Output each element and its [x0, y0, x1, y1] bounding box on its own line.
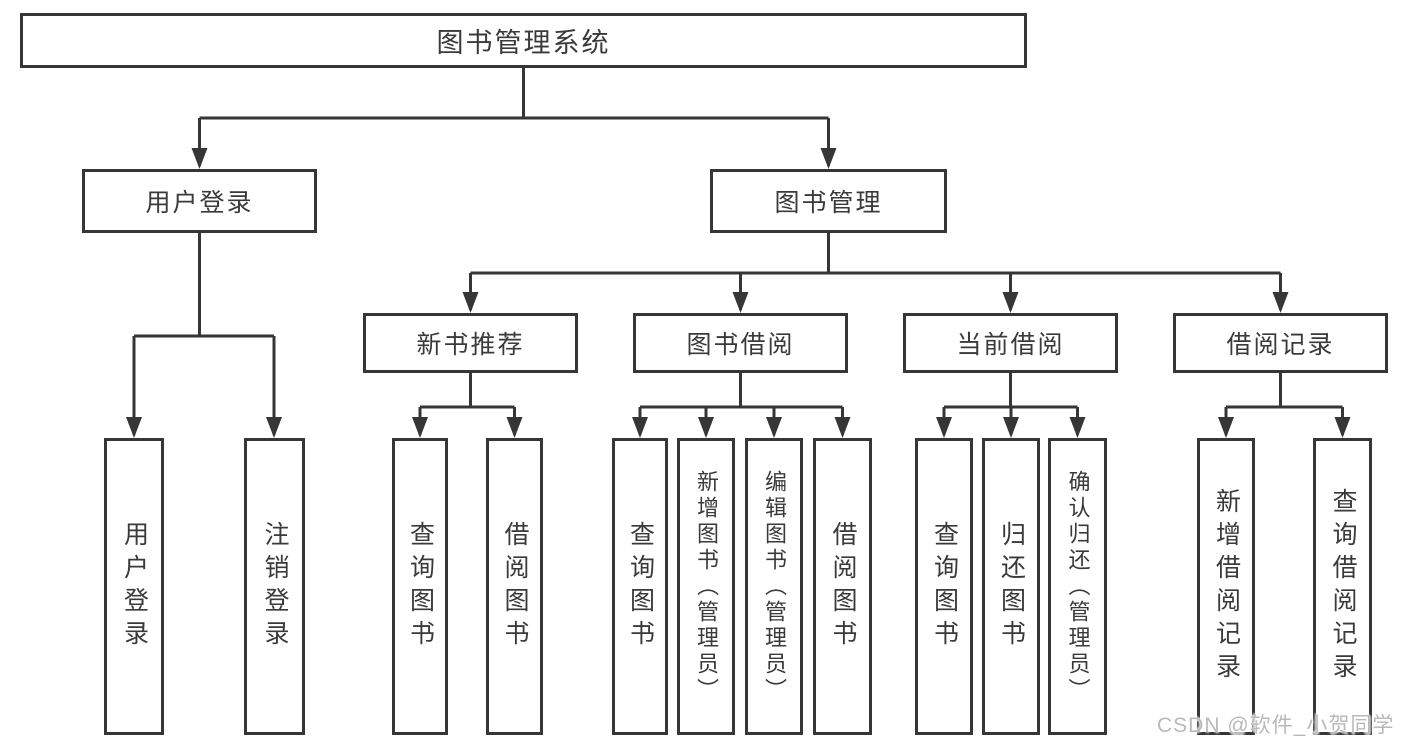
node-book-borrow: 图书借阅	[633, 313, 848, 373]
leaf-label: 查询图书	[626, 520, 655, 653]
node-current-borrow: 当前借阅	[903, 313, 1118, 373]
node-root-system: 图书管理系统	[20, 13, 1027, 68]
leaf-query-borrow-record: 查询借阅记录	[1313, 438, 1372, 735]
leaf-label: 查询借阅记录	[1329, 487, 1357, 686]
leaf-borrow-books-2: 借阅图书	[813, 438, 872, 735]
wire-bookborrow-to-leaves	[638, 373, 844, 435]
wire-bookmgmt-to-level3	[469, 233, 1282, 310]
leaf-query-books-3: 查询图书	[915, 438, 973, 735]
leaf-query-books-1: 查询图书	[392, 438, 448, 735]
leaf-label: 新增图书（管理员）	[694, 469, 719, 704]
wire-userlogin-to-leaves	[132, 233, 276, 435]
leaf-label: 确认归还（管理员）	[1065, 469, 1091, 704]
leaf-edit-books-admin: 编辑图书（管理员）	[745, 438, 803, 735]
leaf-label: 用户登录	[120, 520, 149, 653]
node-borrow-records: 借阅记录	[1173, 313, 1388, 373]
leaf-add-books-admin: 新增图书（管理员）	[677, 438, 735, 735]
leaf-label: 借阅图书	[829, 520, 857, 653]
leaf-label: 借阅图书	[501, 520, 529, 653]
csdn-watermark: CSDN @软件_小贺同学	[1157, 714, 1395, 737]
leaf-label: 新增借阅记录	[1212, 487, 1241, 686]
arrowhead-icons	[126, 148, 1351, 438]
leaf-label: 查询图书	[406, 520, 435, 653]
leaf-user-login: 用户登录	[104, 438, 164, 735]
node-book-management: 图书管理	[710, 169, 947, 233]
wire-borrowrecords-to-leaves	[1224, 373, 1344, 435]
leaf-return-books: 归还图书	[982, 438, 1040, 735]
node-new-book-recommend: 新书推荐	[363, 313, 578, 373]
leaf-borrow-books-1: 借阅图书	[486, 438, 543, 735]
leaf-logout: 注销登录	[244, 438, 305, 735]
leaf-label: 注销登录	[261, 520, 289, 653]
leaf-label: 归还图书	[997, 520, 1026, 653]
leaf-add-borrow-record: 新增借阅记录	[1197, 438, 1255, 735]
wire-root-to-level2	[198, 68, 830, 166]
node-user-login: 用户登录	[82, 169, 317, 233]
leaf-query-books-2: 查询图书	[612, 438, 668, 735]
leaf-label: 查询图书	[930, 520, 959, 653]
leaf-label: 编辑图书（管理员）	[762, 469, 787, 704]
leaf-confirm-return-admin: 确认归还（管理员）	[1048, 438, 1107, 735]
wire-newbooks-to-leaves	[418, 373, 516, 435]
